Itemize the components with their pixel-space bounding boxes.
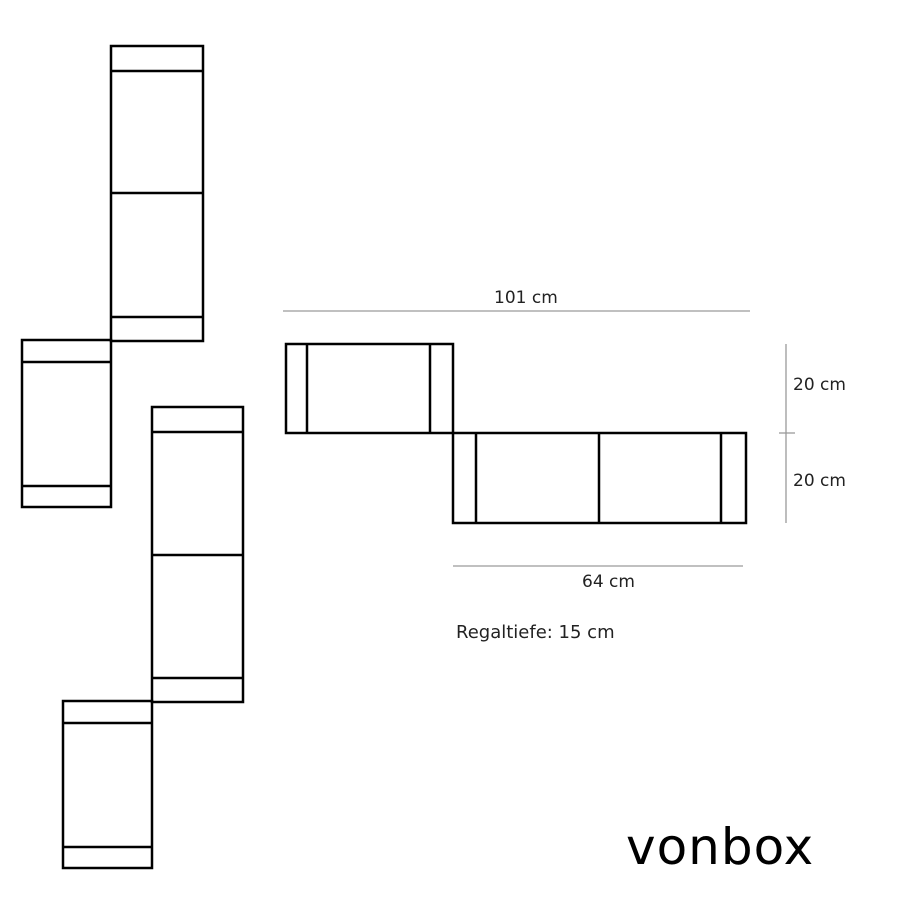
lower-width-label: 64 cm — [582, 572, 635, 592]
vonbox-logo: vonbox — [626, 818, 815, 876]
shelf-module-2 — [20, 338, 113, 509]
upper-height-label: 20 cm — [793, 375, 846, 395]
total-width-label: 101 cm — [494, 288, 558, 308]
shelf-upper — [284, 342, 455, 435]
shelf-module-3 — [150, 405, 245, 704]
dimension-lines — [283, 310, 795, 567]
shelf-module-4 — [61, 699, 154, 870]
shelf-lower — [451, 431, 748, 525]
shelf-module-1 — [109, 44, 205, 343]
horizontal-arrangement — [284, 342, 748, 525]
depth-label: Regaltiefe: 15 cm — [456, 622, 615, 643]
vertical-arrangement — [20, 44, 245, 870]
lower-height-label: 20 cm — [793, 471, 846, 491]
